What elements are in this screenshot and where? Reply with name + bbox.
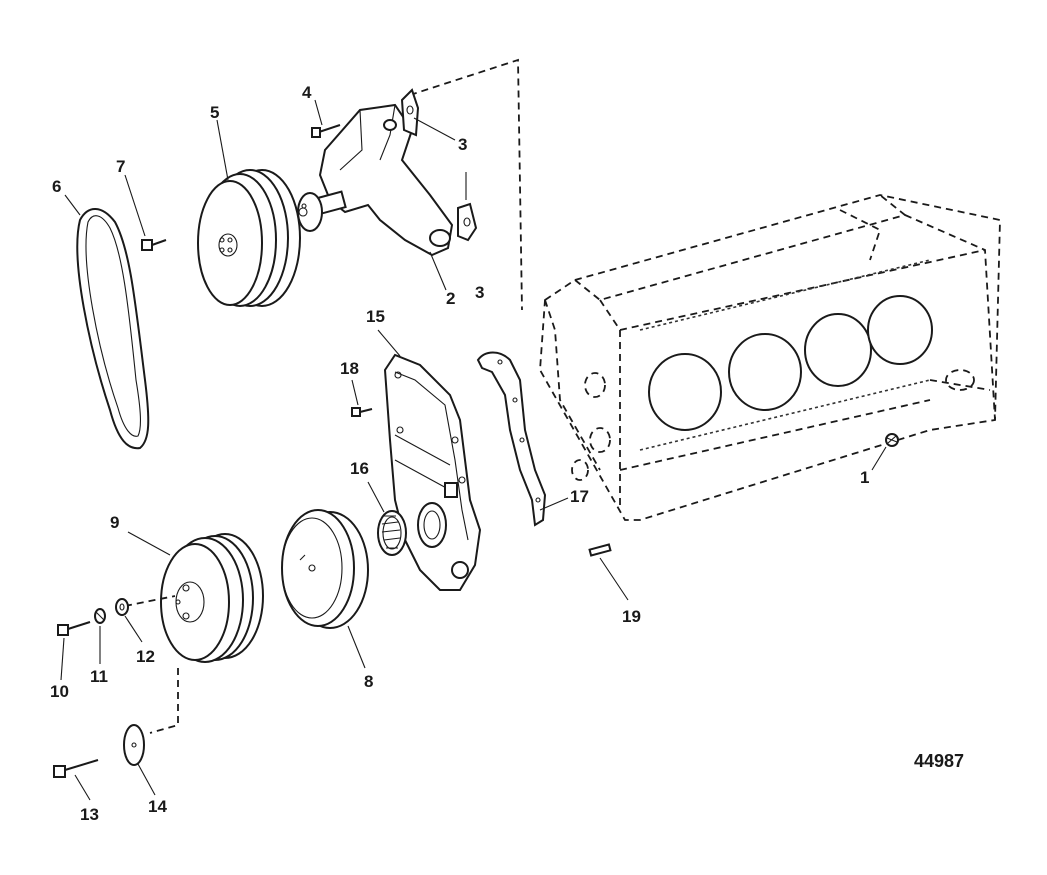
callout-3: 3 [475,283,484,302]
pulley-bolt-short [57,621,91,636]
leader-line [367,481,385,513]
leader-line [351,379,359,406]
cylinder-bore [728,333,802,411]
leader-line [377,329,401,357]
callout-19: 19 [622,607,641,626]
callout-13: 13 [80,805,99,824]
leader-line [413,117,456,141]
damper-pulley [281,509,369,629]
assembly-line [409,58,523,311]
callout-5: 5 [210,103,219,122]
figure-number: 44987 [914,751,964,771]
callout-17: 17 [570,487,589,506]
callout-10: 10 [50,682,69,701]
leader-line [216,119,229,181]
callout-14: 14 [148,797,167,816]
leader-line [124,174,146,237]
leader-line [871,446,887,471]
water-pump-pulley [197,169,301,307]
cylinder-bore [867,295,933,365]
callout-1: 1 [860,468,869,487]
callout-16: 16 [350,459,369,478]
pump-bolt [311,124,341,138]
crankshaft-pulley [160,533,264,663]
lock-washer [94,608,106,624]
callout-3: 3 [458,135,467,154]
callout-11: 11 [90,667,108,686]
cylinder-bore [648,353,722,431]
plug [885,433,899,447]
leader-line [124,615,143,643]
callout-7: 7 [116,157,125,176]
callout-6: 6 [52,177,61,196]
water-pump [297,103,454,257]
assembly-line [149,668,179,734]
leader-line [539,497,569,511]
callout-2: 2 [446,289,455,308]
timing-cover-gasket [476,351,547,527]
dowel-pin [588,543,612,557]
callout-12: 12 [136,647,155,666]
pump-gasket-lower [457,202,478,242]
callout-4: 4 [302,83,312,102]
leader-line [74,774,91,801]
leader-line [429,251,447,291]
leader-line [64,194,81,216]
timing-cover [383,353,482,591]
engine-block [539,194,1001,521]
leader-line [60,637,65,681]
flat-washer [115,598,129,616]
crankshaft-seal [377,510,407,556]
drive-belt [76,208,150,450]
callout-8: 8 [364,672,373,691]
leader-line [137,763,156,796]
pump-gasket-upper [400,88,420,137]
callout-18: 18 [340,359,359,378]
assembly-line [124,595,176,607]
damper-washer [123,724,145,766]
damper-bolt [53,759,99,778]
leader-line [347,625,366,669]
pulley-bolt [141,239,167,251]
leader-line [599,557,629,601]
callout-9: 9 [110,513,119,532]
cylinder-bore [804,313,872,387]
leader-line [127,531,171,556]
callout-15: 15 [366,307,385,326]
leader-line [314,99,323,126]
cover-screw [351,407,373,417]
